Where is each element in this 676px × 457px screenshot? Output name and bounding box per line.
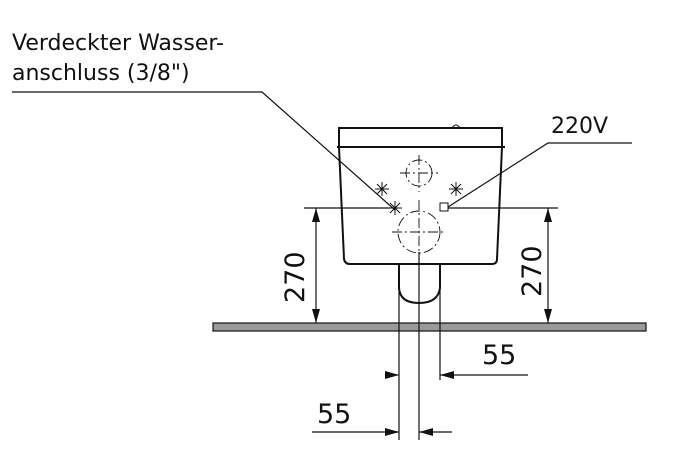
right-height-arrow-bottom xyxy=(544,309,552,323)
drain-crosshair xyxy=(392,200,446,262)
right-offset-arrow-left xyxy=(385,371,399,379)
right-height-arrow-top xyxy=(544,208,552,222)
bottom-offset-arrow-right xyxy=(419,428,433,436)
water-connection-label-line1: Verdeckter Wasser- xyxy=(12,31,224,56)
power-leader-line xyxy=(447,142,632,208)
flush-button xyxy=(451,124,461,129)
power-socket-marker xyxy=(439,202,449,212)
power-label: 220V xyxy=(551,114,608,139)
left-height-arrow-top xyxy=(312,208,320,222)
left-height-arrow-bottom xyxy=(312,309,320,323)
water-connection-marker xyxy=(388,201,402,215)
right-offset-arrow-right xyxy=(440,371,454,379)
bottom-offset-value: 55 xyxy=(317,399,351,430)
upper-fixing-crosshair xyxy=(400,155,438,192)
toilet-bowl-body xyxy=(338,146,503,265)
mounting-marker-right xyxy=(449,182,463,196)
right-height-value: 270 xyxy=(517,245,548,297)
water-connection-label-line2: anschluss (3/8") xyxy=(12,61,190,86)
cistern-lid xyxy=(338,127,503,148)
floor xyxy=(212,322,647,332)
left-height-value: 270 xyxy=(280,251,311,303)
right-offset-value: 55 xyxy=(482,340,516,371)
mounting-marker-left xyxy=(375,182,389,196)
bottom-offset-arrow-left xyxy=(385,428,399,436)
water-connection-leader-line xyxy=(12,91,396,211)
